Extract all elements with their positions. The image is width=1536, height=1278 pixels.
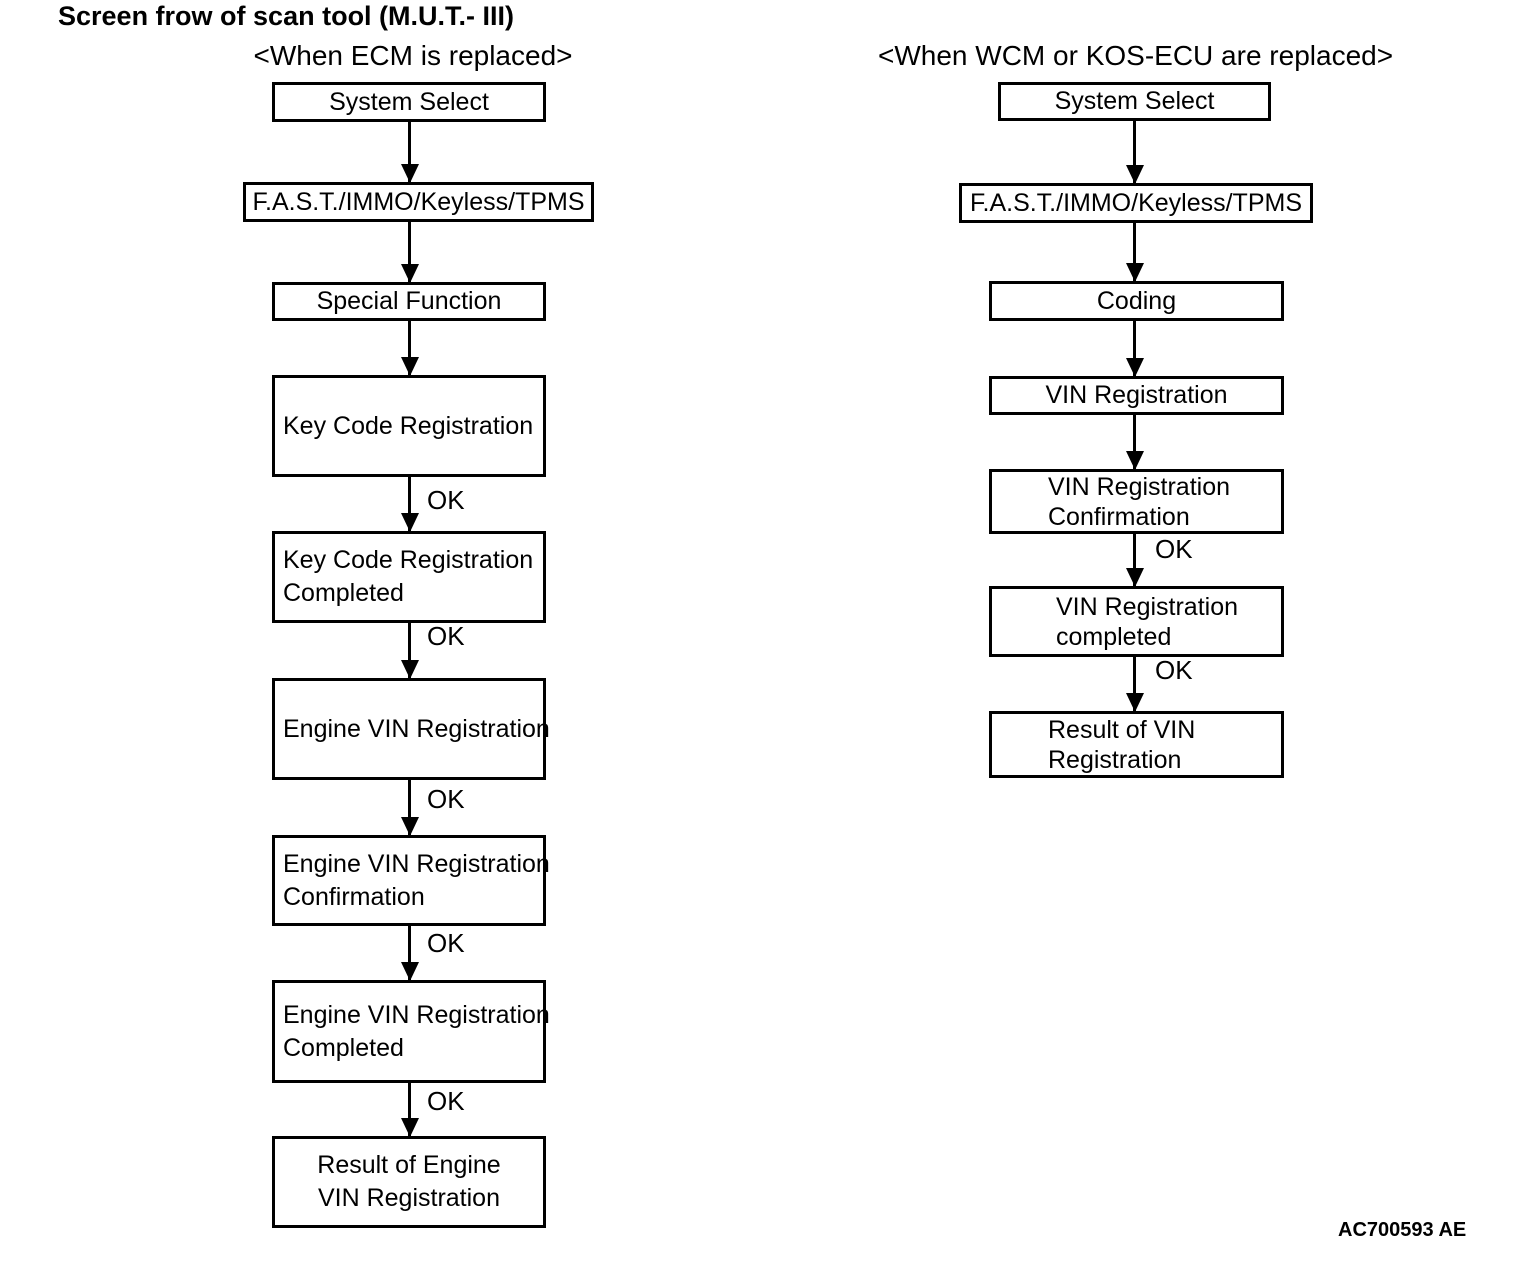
flow-node-result-of-vin-registration: Result of VIN Registration bbox=[989, 711, 1284, 778]
flow-arrow-down bbox=[1133, 321, 1136, 376]
flow-node-engine-vin-registration-completed: Engine VIN Registration Completed bbox=[272, 980, 550, 1083]
edge-label-ok: OK bbox=[427, 621, 465, 651]
column-header-ecm: <When ECM is replaced> bbox=[253, 40, 573, 71]
flow-node-vin-registration-completed: VIN Registration completed bbox=[989, 586, 1284, 657]
figure-code: AC700593 AE bbox=[1338, 1219, 1467, 1241]
flow-arrow-down bbox=[408, 623, 411, 678]
edge-label-ok: OK bbox=[427, 784, 465, 814]
flow-arrow-down bbox=[408, 321, 411, 375]
flow-arrow-down bbox=[408, 780, 411, 835]
edge-label-ok: OK bbox=[427, 928, 465, 958]
flow-arrow-down bbox=[1133, 534, 1136, 586]
flow-arrow-down bbox=[408, 926, 411, 980]
flow-node-wcm-fast-immo-keyless-tpms: F.A.S.T./IMMO/Keyless/TPMS bbox=[959, 183, 1313, 223]
flow-arrow-down bbox=[408, 477, 411, 531]
flow-node-result-of-engine-vin-registration: Result of Engine VIN Registration bbox=[272, 1136, 546, 1228]
flow-node-engine-vin-registration-confirmation: Engine VIN Registration Confirmation bbox=[272, 835, 550, 926]
flow-node-vin-registration: VIN Registration bbox=[989, 376, 1284, 415]
flow-node-wcm-system-select: System Select bbox=[998, 82, 1271, 121]
flow-arrow-down bbox=[1133, 657, 1136, 711]
flow-arrow-down bbox=[1133, 415, 1136, 469]
flow-node-vin-registration-confirmation: VIN Registration Confirmation bbox=[989, 469, 1284, 534]
flow-arrow-down bbox=[408, 122, 411, 182]
flow-arrow-down bbox=[408, 1083, 411, 1136]
flow-arrow-down bbox=[1133, 223, 1136, 281]
edge-label-ok: OK bbox=[427, 1086, 465, 1116]
page-title: Screen frow of scan tool (M.U.T.- III) bbox=[58, 1, 515, 31]
edge-label-ok: OK bbox=[1155, 534, 1193, 564]
edge-label-ok: OK bbox=[427, 485, 465, 515]
flow-node-coding: Coding bbox=[989, 281, 1284, 321]
column-header-wcm: <When WCM or KOS-ECU are replaced> bbox=[878, 40, 1394, 71]
flow-node-engine-vin-registration: Engine VIN Registration bbox=[272, 678, 550, 780]
flow-node-ecm-fast-immo-keyless-tpms: F.A.S.T./IMMO/Keyless/TPMS bbox=[243, 182, 594, 222]
flow-node-key-code-registration: Key Code Registration bbox=[272, 375, 546, 477]
flow-arrow-down bbox=[408, 221, 411, 282]
flow-node-ecm-special-function: Special Function bbox=[272, 282, 546, 321]
edge-label-ok: OK bbox=[1155, 655, 1193, 685]
flow-node-ecm-system-select: System Select bbox=[272, 82, 546, 122]
flow-arrow-down bbox=[1133, 121, 1136, 183]
flow-node-key-code-registration-completed: Key Code Registration Completed bbox=[272, 531, 546, 623]
